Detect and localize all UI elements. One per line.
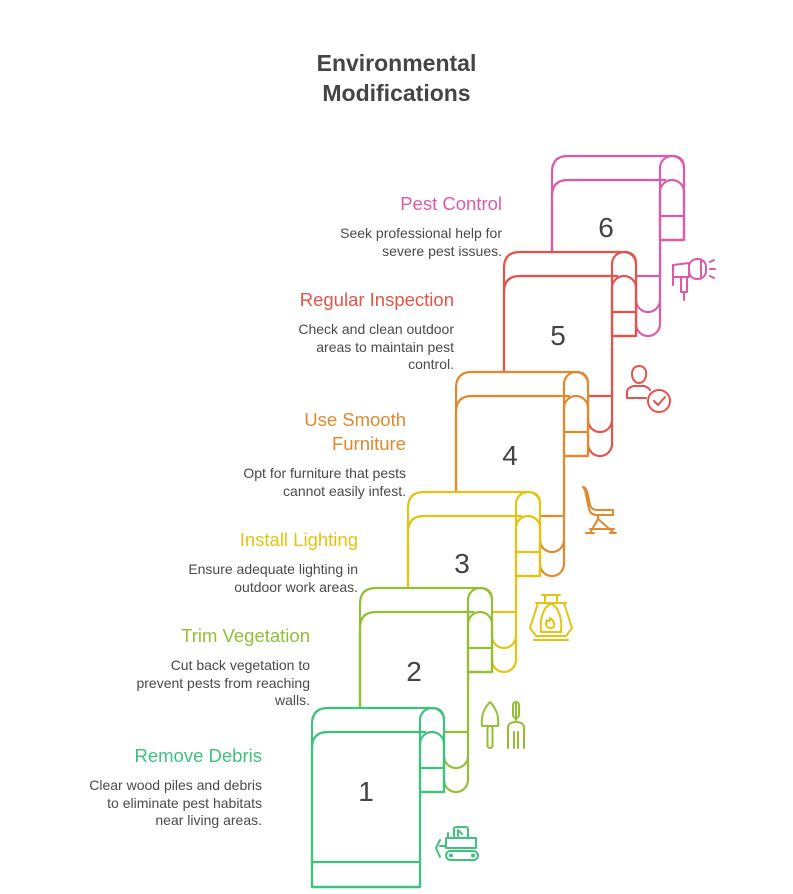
step-front-face xyxy=(406,514,522,612)
step-title: Regular Inspection xyxy=(298,288,454,312)
step-tube-rungs xyxy=(420,766,444,794)
step-title-line: Trim Vegetation xyxy=(181,625,310,646)
lantern-icon xyxy=(529,594,573,641)
step-number: 4 xyxy=(502,440,518,471)
step-title-line: Regular Inspection xyxy=(299,289,454,310)
title-line-2: Modifications xyxy=(322,80,471,106)
step-front-face xyxy=(454,394,570,516)
inspector-check-icon xyxy=(626,365,671,413)
title-line-1: Environmental xyxy=(316,50,477,76)
step-tube-rungs xyxy=(660,214,684,242)
step-description-line: outdoor work areas. xyxy=(234,578,358,595)
step-front-tube xyxy=(466,610,494,672)
step-front-face xyxy=(550,178,666,276)
step-back-tube xyxy=(418,706,446,792)
step-title: Trim Vegetation xyxy=(136,624,310,648)
step-base xyxy=(312,860,420,889)
step-tube-rungs xyxy=(564,430,588,458)
step-back-tube xyxy=(610,250,638,336)
step-title-line: Install Lighting xyxy=(239,529,358,550)
step-front-tube xyxy=(514,514,542,576)
bulldozer-icon xyxy=(435,826,479,861)
step-title-line: Remove Debris xyxy=(134,745,263,766)
step-front-tube xyxy=(418,730,446,792)
step-description-line: severe pest issues. xyxy=(382,242,502,259)
step-tube-rungs xyxy=(612,310,636,338)
diagram-title: Environmental Modifications xyxy=(0,48,793,108)
step-front-face xyxy=(358,610,474,732)
step-number: 6 xyxy=(598,212,614,243)
step-description-line: Cut back vegetation to xyxy=(170,657,310,673)
step-title-line: Use Smooth xyxy=(304,409,406,430)
step-description-line: Clear wood piles and debris xyxy=(89,777,262,793)
step-description-line: areas to maintain pest xyxy=(316,338,454,355)
step-front-tube xyxy=(562,394,590,456)
step-description-line: near living areas. xyxy=(155,812,262,828)
step-title-line: Pest Control xyxy=(400,193,502,214)
spray-gun-icon xyxy=(672,258,716,301)
step-description-line: cannot easily infest. xyxy=(283,482,406,499)
step-front-tube xyxy=(610,274,638,336)
step-tube-rungs xyxy=(516,550,540,578)
step-tube-rungs xyxy=(468,646,492,674)
step-title: Pest Control xyxy=(340,192,502,216)
step-description-line: walls. xyxy=(274,692,310,708)
step-number: 2 xyxy=(406,656,422,687)
step-front-tube xyxy=(658,178,686,240)
step-number: 3 xyxy=(454,548,470,579)
step-back-tube xyxy=(658,154,686,240)
step-back-tube xyxy=(466,586,494,672)
step-description-line: to eliminate pest habitats xyxy=(107,794,262,811)
step-description-line: Ensure adequate lighting in xyxy=(188,561,358,577)
step-front-face xyxy=(310,730,426,887)
step-description-line: Opt for furniture that pests xyxy=(243,465,406,481)
step-front-face xyxy=(502,274,618,396)
step-description-line: Seek professional help for xyxy=(340,225,502,241)
garden-tools-icon xyxy=(480,701,525,749)
step-back-tube xyxy=(514,490,542,576)
step-title-line: Furniture xyxy=(331,433,406,454)
step-description-line: prevent pests from reaching xyxy=(136,674,310,691)
step-number: 1 xyxy=(358,776,374,807)
step-title: Install Lighting xyxy=(188,528,358,552)
chair-icon xyxy=(582,486,617,534)
step-title: Remove Debris xyxy=(89,744,263,768)
step-description-line: Check and clean outdoor xyxy=(298,321,454,337)
step-number: 5 xyxy=(550,320,566,351)
step-back-tube xyxy=(562,370,590,456)
step-description-line: control. xyxy=(408,356,454,372)
